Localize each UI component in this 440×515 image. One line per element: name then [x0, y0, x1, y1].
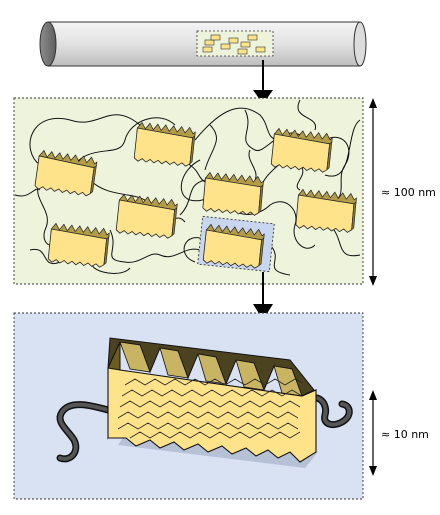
bottom-panel: [13, 312, 364, 500]
fiber-end-left: [39, 21, 57, 67]
fiber-end-right: [353, 21, 367, 67]
lamella-front: [107, 367, 317, 463]
scale-bar-bottom: ≈ 10 nm: [369, 390, 429, 476]
highlighted-crystallite: [197, 215, 275, 273]
zoom-arrow-2-head: [253, 304, 273, 320]
fiber-mini-crystals: [202, 34, 266, 55]
chain-folds: [117, 378, 304, 439]
scale-label-mid: ≈ 100 nm: [381, 186, 436, 199]
lamella-top: [107, 337, 315, 397]
large-lamella: [107, 337, 317, 463]
scale-bar-mid: ≈ 100 nm: [369, 98, 436, 286]
scale-label-bottom: ≈ 10 nm: [381, 428, 429, 441]
zoom-arrow-1-head: [253, 90, 273, 104]
mid-panel: [13, 97, 364, 285]
fiber: [39, 21, 367, 67]
amorphous-chains: [14, 99, 361, 276]
